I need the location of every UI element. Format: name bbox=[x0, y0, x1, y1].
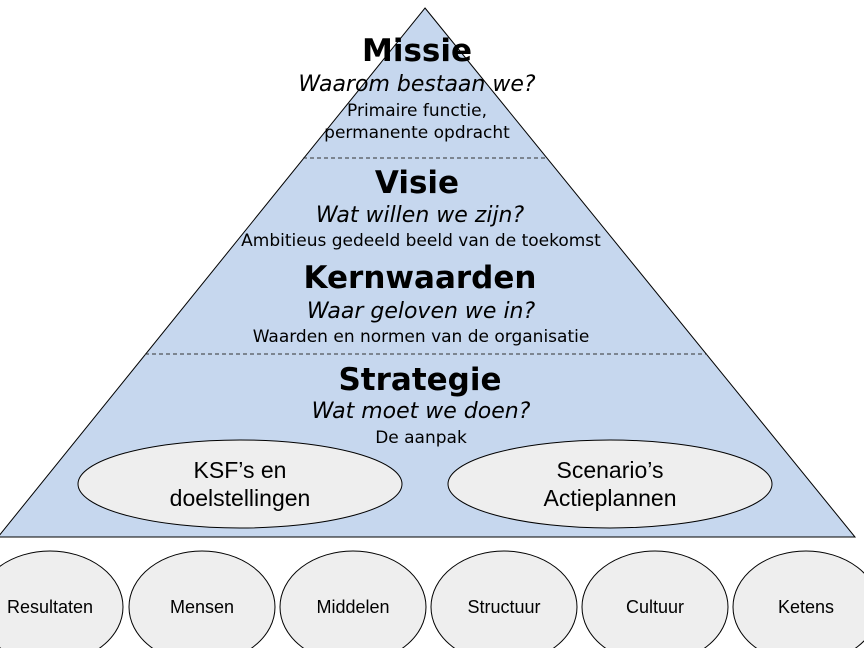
visie-question: Wat willen we zijn? bbox=[315, 203, 525, 228]
oval-scenario-line1: Scenario’s bbox=[556, 457, 664, 483]
base-circles bbox=[0, 550, 864, 648]
base-circle-structuur bbox=[430, 550, 578, 648]
base-label-mensen: Mensen bbox=[169, 597, 235, 617]
base-label-resultaten: Resultaten bbox=[6, 597, 94, 617]
strategie-desc: De aanpak bbox=[375, 428, 467, 448]
oval-scenario-text: Scenario’s Actieplannen bbox=[448, 456, 772, 512]
base-circle-ketens bbox=[732, 550, 864, 648]
strategie-question: Wat moet we doen? bbox=[311, 399, 531, 424]
visie-title: Visie bbox=[374, 165, 460, 201]
base-circle-resultaten bbox=[0, 550, 124, 648]
base-circle-middelen bbox=[279, 550, 427, 648]
base-circle-cultuur bbox=[581, 550, 729, 648]
strategie-title: Strategie bbox=[338, 362, 502, 398]
missie-desc-line2: permanente opdracht bbox=[324, 123, 510, 143]
oval-scenario bbox=[447, 439, 773, 529]
base-circle-mensen bbox=[128, 550, 276, 648]
oval-ksf-text: KSF’s en doelstellingen bbox=[78, 456, 402, 512]
oval-ksf-line2: doelstellingen bbox=[169, 485, 311, 511]
pyramid-shape bbox=[0, 7, 857, 538]
missie-title: Missie bbox=[361, 33, 473, 69]
visie-desc: Ambitieus gedeeld beeld van de toekomst bbox=[241, 231, 601, 251]
kernwaarden-desc: Waarden en normen van de organisatie bbox=[252, 327, 590, 347]
base-label-ketens: Ketens bbox=[777, 597, 835, 617]
missie-question: Waarom bestaan we? bbox=[298, 72, 536, 97]
oval-scenario-line2: Actieplannen bbox=[543, 485, 677, 511]
kernwaarden-title: Kernwaarden bbox=[303, 260, 537, 296]
base-label-structuur: Structuur bbox=[467, 597, 541, 617]
base-label-cultuur: Cultuur bbox=[625, 597, 685, 617]
kernwaarden-question: Waar geloven we in? bbox=[306, 299, 536, 324]
oval-ksf-line1: KSF’s en bbox=[193, 457, 287, 483]
oval-ksf bbox=[77, 439, 403, 529]
base-label-middelen: Middelen bbox=[316, 597, 390, 617]
missie-desc-line1: Primaire functie, bbox=[347, 101, 487, 121]
